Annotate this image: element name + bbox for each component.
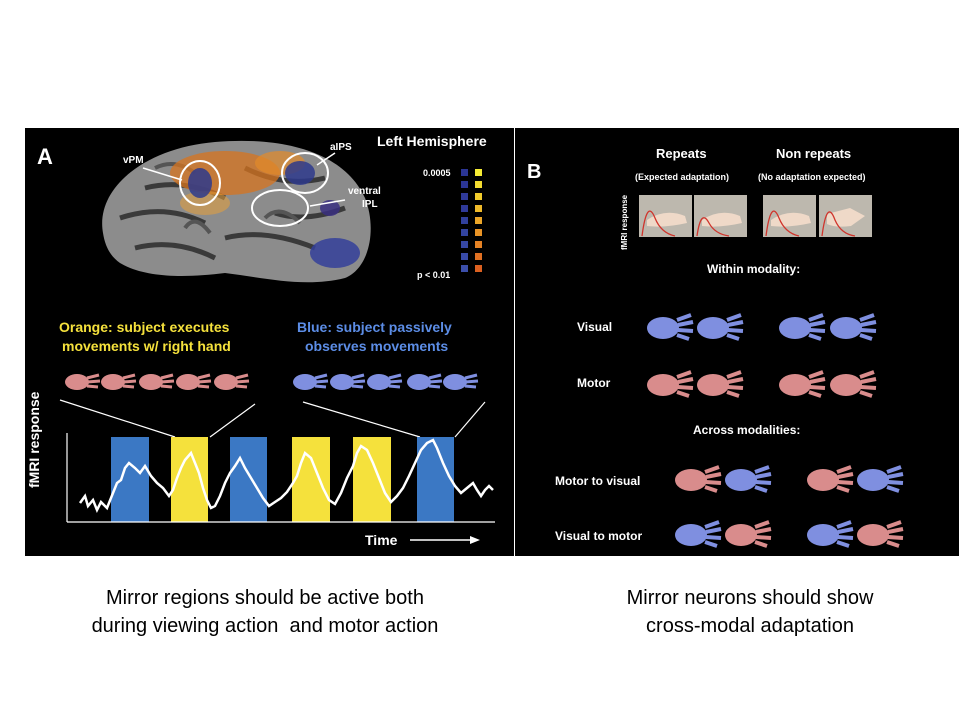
brain-image (102, 140, 371, 283)
hemisphere-label: Left Hemisphere (377, 133, 487, 149)
motor-to-visual-row-hands (675, 465, 904, 493)
repeats-subheading: (Expected adaptation) (635, 172, 729, 182)
caption-right-line2: cross-modal adaptation (646, 615, 854, 637)
blue-legend-line1: Blue: subject passively (297, 319, 452, 335)
executed-hand-row (65, 373, 250, 390)
panel-b-ylabel: fMRI response (620, 194, 629, 250)
fmri-response-trace (78, 438, 494, 514)
observe-block (230, 437, 267, 522)
red-hand (697, 370, 744, 398)
panel-a: A Left Hemisphere vPM aIPS ventral IPL (25, 128, 514, 556)
row-label-motor: Motor (577, 376, 611, 390)
observed-hand (443, 373, 479, 390)
motor-row-hands (647, 370, 877, 398)
observe-block (111, 437, 149, 522)
visual-to-motor-row-hands (675, 520, 904, 548)
scale-bottom-label: p < 0.01 (417, 270, 450, 280)
executed-hand (176, 373, 212, 390)
zoom-line (59, 399, 176, 438)
observe-block (417, 437, 454, 522)
blue-hand (725, 465, 772, 493)
executed-hand (65, 373, 101, 390)
red-hand (647, 370, 694, 398)
red-hand (807, 465, 854, 493)
red-hand (857, 520, 904, 548)
red-hand (830, 370, 877, 398)
observed-hand (330, 373, 366, 390)
panel-a-xlabel: Time (365, 532, 398, 548)
panel-a-letter: A (37, 144, 53, 169)
panel-a-figure: A Left Hemisphere vPM aIPS ventral IPL (26, 133, 495, 548)
region-label-vpm: vPM (123, 155, 144, 166)
region-label-aips: aIPS (330, 142, 352, 153)
observed-hand-row (293, 373, 479, 390)
red-hand (725, 520, 772, 548)
visual-row-hands (647, 313, 877, 341)
caption-right: Mirror neurons should show cross-modal a… (530, 584, 960, 640)
row-label-visual-to-motor: Visual to motor (555, 529, 642, 543)
caption-left: Mirror regions should be active both dur… (30, 584, 500, 640)
zoom-line (302, 401, 421, 438)
orange-legend-line2: movements w/ right hand (62, 338, 231, 354)
caption-left-line2: during viewing action and motor action (91, 615, 439, 637)
observed-hand (407, 373, 443, 390)
blue-hand (857, 465, 904, 493)
nonrepeats-subheading: (No adaptation expected) (758, 172, 866, 182)
observed-hand (293, 373, 329, 390)
blue-hand (807, 520, 854, 548)
color-scale: 0.0005 p < 0.01 (417, 168, 482, 280)
panel-b-letter: B (527, 161, 541, 183)
blue-legend-line2: observes movements (305, 338, 448, 354)
execute-block (292, 437, 330, 522)
across-modalities-heading: Across modalities: (693, 423, 800, 437)
blue-hand (779, 313, 826, 341)
orange-legend-line1: Orange: subject executes (59, 319, 230, 335)
executed-hand (139, 373, 175, 390)
nonrepeat-stimulus-tiles (763, 195, 872, 237)
panel-a-ylabel: fMRI response (26, 391, 42, 488)
nonrepeats-heading: Non repeats (776, 146, 851, 161)
row-label-motor-to-visual: Motor to visual (555, 474, 640, 488)
repeats-heading: Repeats (656, 146, 707, 161)
within-modality-heading: Within modality: (707, 262, 800, 276)
region-label-ventral: ventral (348, 186, 381, 197)
panel-b: B Repeats (Expected adaptation) Non repe… (515, 128, 959, 556)
blue-hand (647, 313, 694, 341)
fmri-timecourse: fMRI response Time (26, 391, 495, 548)
scale-top-label: 0.0005 (423, 168, 451, 178)
blue-hand (675, 520, 722, 548)
time-arrow-head (470, 536, 480, 544)
red-hand (779, 370, 826, 398)
zoom-line (454, 401, 486, 438)
executed-hand (214, 373, 250, 390)
row-label-visual: Visual (577, 320, 612, 334)
red-hand (675, 465, 722, 493)
panel-b-figure: B Repeats (Expected adaptation) Non repe… (527, 146, 904, 548)
caption-right-line1: Mirror neurons should show (626, 587, 874, 609)
blue-hand (830, 313, 877, 341)
caption-left-line1: Mirror regions should be active both (106, 587, 424, 609)
repeat-stimulus-tiles (639, 195, 747, 237)
zoom-line (209, 403, 256, 438)
blue-hand (697, 313, 744, 341)
executed-hand (101, 373, 137, 390)
observed-hand (367, 373, 403, 390)
region-label-ipl: IPL (362, 199, 378, 210)
